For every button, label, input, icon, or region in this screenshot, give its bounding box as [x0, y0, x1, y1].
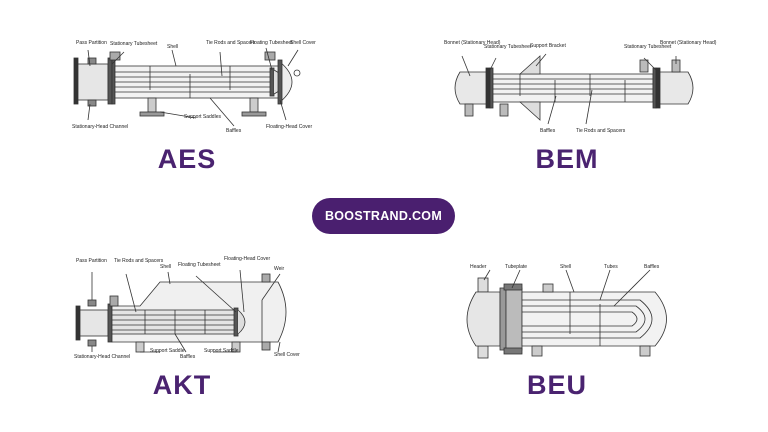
bem-label-support-bracket: Support Bracket	[530, 43, 566, 49]
akt-label-tie-rods: Tie Rods and Spacers	[114, 258, 164, 264]
bem-label-bonnet-right: Bonnet (Stationary Head)	[660, 40, 717, 46]
beu-code: BEU	[526, 370, 587, 400]
aes-label-baffles: Baffles	[226, 128, 242, 134]
akt-code: AKT	[152, 370, 212, 400]
aes-diagram: Pass Partition Stationary Tubesheet Shel…	[72, 40, 316, 134]
aes-label-floating-tubesheet: Floating Tubesheet	[250, 40, 293, 46]
bem-panel: Bonnet (Stationary Head) Stationary Tube…	[0, 0, 768, 190]
akt-label-pass-partition: Pass Partition	[76, 258, 107, 264]
bem-label-stationary-tubesheet-right: Stationary Tubesheet	[624, 44, 672, 50]
akt-label-support-saddle-right: Support Saddle	[204, 348, 239, 354]
aes-label-support-saddles: Support Saddles	[184, 114, 221, 120]
beu-label-shell: Shell	[560, 264, 571, 270]
brand-badge[interactable]: BOOSTRAND.COM	[312, 198, 455, 234]
akt-diagram: Pass Partition Tie Rods and Spacers Shel…	[74, 256, 300, 360]
akt-panel: Pass Partition Tie Rods and Spacers Shel…	[74, 256, 300, 400]
bem-label-stationary-tubesheet-left: Stationary Tubesheet	[484, 44, 532, 50]
aes-label-shell-cover: Shell Cover	[290, 40, 316, 46]
bem-label-bonnet-left: Bonnet (Stationary Head)	[444, 40, 501, 46]
akt-label-support-saddle-left: Support Saddle	[150, 348, 185, 354]
aes-code: AES	[157, 144, 217, 174]
akt-label-shell-cover: Shell Cover	[274, 352, 300, 358]
akt-label-baffles: Baffles	[180, 354, 196, 360]
aes-panel: Pass Partition Stationary Tubesheet Shel…	[0, 0, 384, 190]
bem-code: BEM	[535, 144, 599, 174]
beu-label-baffles: Baffles	[644, 264, 660, 270]
akt-label-floating-head-cover: Floating-Head Cover	[224, 256, 270, 262]
beu-label-header: Header	[470, 264, 487, 270]
akt-label-weir: Weir	[274, 266, 285, 272]
aes-label-shell: Shell	[167, 44, 178, 50]
beu-diagram: Header Tubeplate Shell Tubes Baffles	[466, 264, 667, 359]
bem-label-tie-rods: Tie Rods and Spacers	[576, 128, 626, 134]
aes-label-stationary-head-channel: Stationary-Head Channel	[72, 124, 128, 130]
aes-label-floating-head-cover: Floating-Head Cover	[266, 124, 312, 130]
aes-label-tie-rods: Tie Rods and Spacers	[206, 40, 256, 46]
aes-label-stationary-tubesheet: Stationary Tubesheet	[110, 41, 158, 47]
akt-label-stationary-head-channel: Stationary-Head Channel	[74, 354, 130, 360]
beu-label-tubeplate: Tubeplate	[505, 264, 527, 270]
akt-label-shell: Shell	[160, 264, 171, 270]
beu-label-tubes: Tubes	[604, 264, 618, 270]
bem-label-baffles: Baffles	[540, 128, 556, 134]
aes-label-pass-partition: Pass Partition	[76, 40, 107, 46]
bem-diagram: Bonnet (Stationary Head) Stationary Tube…	[444, 40, 717, 134]
akt-label-floating-tubesheet: Floating Tubesheet	[178, 262, 221, 268]
